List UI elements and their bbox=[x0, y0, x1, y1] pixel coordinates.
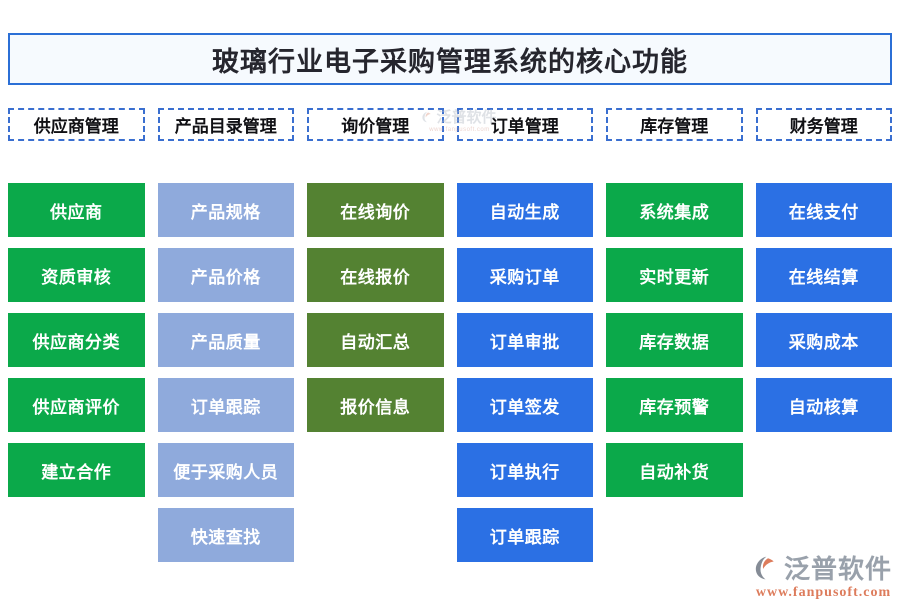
feature-box: 订单跟踪 bbox=[456, 508, 593, 562]
feature-column-1: 供应商资质审核供应商分类供应商评价建立合作 bbox=[8, 183, 145, 497]
feature-box: 订单审批 bbox=[456, 313, 593, 367]
title-banner: 玻璃行业电子采购管理系统的核心功能 bbox=[8, 33, 892, 85]
feature-box: 系统集成 bbox=[606, 183, 743, 237]
feature-box: 订单签发 bbox=[456, 378, 593, 432]
feature-box: 产品质量 bbox=[157, 313, 294, 367]
feature-box: 快速查找 bbox=[157, 508, 294, 562]
fanpu-logo-icon bbox=[755, 556, 774, 579]
feature-box: 产品规格 bbox=[157, 183, 294, 237]
fanpu-logo-url: www.fanpusoft.com bbox=[755, 585, 892, 600]
feature-column-2: 产品规格产品价格产品质量订单跟踪便于采购人员快速查找 bbox=[157, 183, 294, 562]
feature-box: 建立合作 bbox=[8, 443, 145, 497]
feature-box: 产品价格 bbox=[157, 248, 294, 302]
feature-box: 采购成本 bbox=[755, 313, 892, 367]
feature-column-5: 系统集成实时更新库存数据库存预警自动补货 bbox=[606, 183, 743, 497]
category-header-row: 供应商管理产品目录管理询价管理订单管理库存管理财务管理 bbox=[8, 108, 892, 141]
category-header-1: 供应商管理 bbox=[8, 108, 145, 141]
category-header-5: 库存管理 bbox=[606, 108, 743, 141]
feature-box: 实时更新 bbox=[606, 248, 743, 302]
page-title: 玻璃行业电子采购管理系统的核心功能 bbox=[212, 46, 688, 77]
category-header-2: 产品目录管理 bbox=[157, 108, 294, 141]
feature-box: 在线结算 bbox=[755, 248, 892, 302]
feature-box: 在线报价 bbox=[307, 248, 444, 302]
feature-box: 自动生成 bbox=[456, 183, 593, 237]
feature-box: 自动核算 bbox=[755, 378, 892, 432]
feature-column-6: 在线支付在线结算采购成本自动核算 bbox=[755, 183, 892, 432]
feature-box: 订单执行 bbox=[456, 443, 593, 497]
feature-box: 供应商评价 bbox=[8, 378, 145, 432]
feature-box: 采购订单 bbox=[456, 248, 593, 302]
category-header-4: 订单管理 bbox=[456, 108, 593, 141]
fanpu-logo: 泛普软件 www.fanpusoft.com bbox=[755, 549, 892, 601]
feature-box: 自动补货 bbox=[606, 443, 743, 497]
category-header-6: 财务管理 bbox=[755, 108, 892, 141]
feature-box: 便于采购人员 bbox=[157, 443, 294, 497]
fanpu-logo-text: 泛普软件 bbox=[783, 554, 892, 584]
feature-column-4: 自动生成采购订单订单审批订单签发订单执行订单跟踪 bbox=[456, 183, 593, 562]
feature-box: 供应商 bbox=[8, 183, 145, 237]
feature-box: 供应商分类 bbox=[8, 313, 145, 367]
feature-box: 自动汇总 bbox=[307, 313, 444, 367]
feature-box: 在线支付 bbox=[755, 183, 892, 237]
feature-columns: 供应商资质审核供应商分类供应商评价建立合作产品规格产品价格产品质量订单跟踪便于采… bbox=[8, 183, 892, 562]
feature-box: 库存预警 bbox=[606, 378, 743, 432]
feature-box: 库存数据 bbox=[606, 313, 743, 367]
feature-box: 资质审核 bbox=[8, 248, 145, 302]
feature-column-3: 在线询价在线报价自动汇总报价信息 bbox=[307, 183, 444, 432]
feature-box: 订单跟踪 bbox=[157, 378, 294, 432]
feature-box: 在线询价 bbox=[307, 183, 444, 237]
category-header-3: 询价管理 bbox=[307, 108, 444, 141]
feature-box: 报价信息 bbox=[307, 378, 444, 432]
